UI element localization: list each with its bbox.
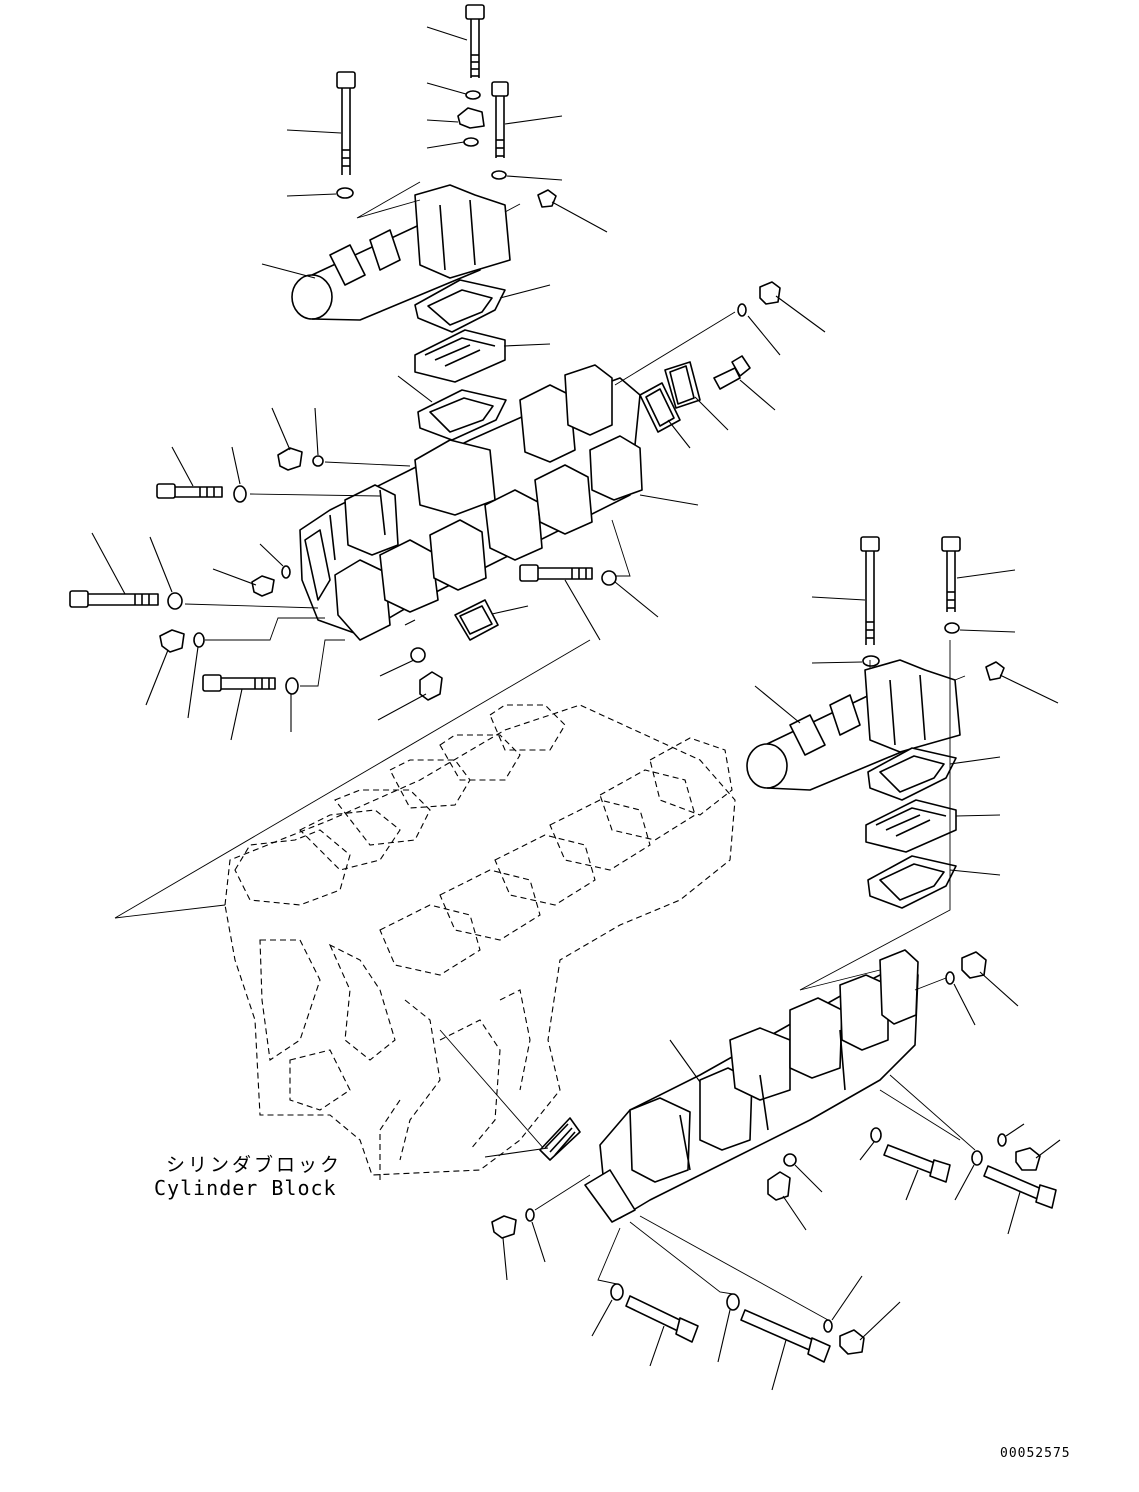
- washer-lower-1: [870, 1127, 882, 1143]
- grille-plate-top: [414, 329, 506, 383]
- plug-upper-left: [277, 447, 303, 471]
- oring-lower-left: [525, 1208, 535, 1222]
- bolt-lower-4: [740, 1309, 831, 1363]
- washer-left: [336, 187, 354, 199]
- connector-pipe-right: [746, 659, 961, 791]
- washer-left-3: [285, 677, 299, 695]
- washer-right-long-1: [862, 655, 880, 667]
- cylinder-block-label-jp: シリンダブロック: [166, 1154, 343, 1176]
- plug-left-low: [159, 629, 185, 653]
- leader-block-left: [114, 904, 226, 919]
- plug-lower-left: [491, 1215, 517, 1239]
- intake-manifold-main: [299, 364, 643, 641]
- bolt-long-top: [465, 4, 485, 78]
- bolt-main-right: [519, 564, 593, 582]
- plug-lower-center: [767, 1171, 791, 1201]
- oring-right-upper: [737, 303, 747, 317]
- washer-right-long-2: [944, 622, 960, 634]
- plug-right-upper: [759, 281, 781, 305]
- bolt-manifold-left: [336, 71, 356, 175]
- bolt-left-2: [69, 590, 159, 608]
- clamp-bracket: [457, 107, 485, 129]
- flange-gasket-3: [454, 599, 499, 641]
- plug-lower-right: [1015, 1147, 1041, 1171]
- washer-left-1: [233, 485, 247, 503]
- washer-lower-4: [726, 1293, 740, 1311]
- washer-mid: [463, 137, 479, 147]
- plug-center: [419, 671, 443, 701]
- bolt-right-long-1: [860, 536, 880, 645]
- bolt-right-long-2: [941, 536, 961, 612]
- flange-gasket-2: [664, 361, 701, 409]
- plug-lower-bottom: [839, 1329, 865, 1355]
- bolt-right-short: [713, 355, 751, 390]
- washer-right: [491, 170, 507, 180]
- connector-pipe-top: [291, 184, 511, 321]
- bolt-left-1: [156, 483, 223, 499]
- bolt-lower-3: [625, 1295, 699, 1343]
- drawing-number: 00052575: [1000, 1446, 1071, 1461]
- intake-manifold-lower: [584, 949, 919, 1223]
- gasket-top-2: [417, 389, 507, 441]
- oring-lower-1: [783, 1153, 797, 1167]
- gasket-top-1: [414, 279, 506, 333]
- plug-small-top: [537, 189, 557, 208]
- plug-small-right: [985, 661, 1005, 681]
- oring-left-mid: [281, 565, 291, 579]
- oring-center: [410, 647, 426, 663]
- oring-upper-left: [312, 455, 324, 467]
- washer-lower-2: [971, 1150, 983, 1166]
- oring-lower-3: [823, 1319, 833, 1333]
- plug-left-mid: [251, 575, 275, 597]
- bolt-lower-2: [983, 1165, 1057, 1209]
- oring-lower-2: [997, 1133, 1007, 1147]
- bolt-lower-1: [883, 1144, 951, 1183]
- oring-lower-right-top: [945, 971, 955, 985]
- cylinder-block: [224, 704, 736, 1180]
- washer-top: [465, 90, 481, 100]
- washer-left-2: [167, 592, 183, 610]
- oring-left-low: [193, 632, 205, 648]
- leader-block-bottom: [439, 1029, 546, 1151]
- leader-block-top: [114, 639, 591, 919]
- washer-main-right: [601, 570, 617, 586]
- bolt-left-3: [202, 674, 276, 692]
- bolt-manifold-right: [491, 81, 509, 158]
- cylinder-block-label-en: Cylinder Block: [154, 1176, 337, 1200]
- flange-gasket-lower: [539, 1117, 581, 1161]
- washer-lower-3: [610, 1283, 624, 1301]
